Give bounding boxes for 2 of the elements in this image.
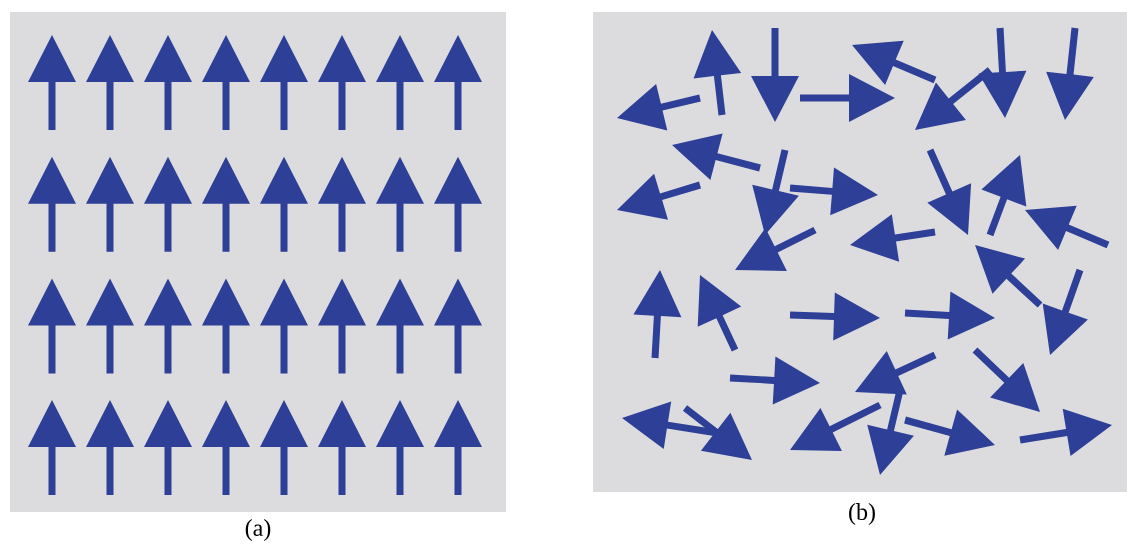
panel-label: (a) xyxy=(245,519,271,541)
panel-label: (b) xyxy=(849,503,875,525)
